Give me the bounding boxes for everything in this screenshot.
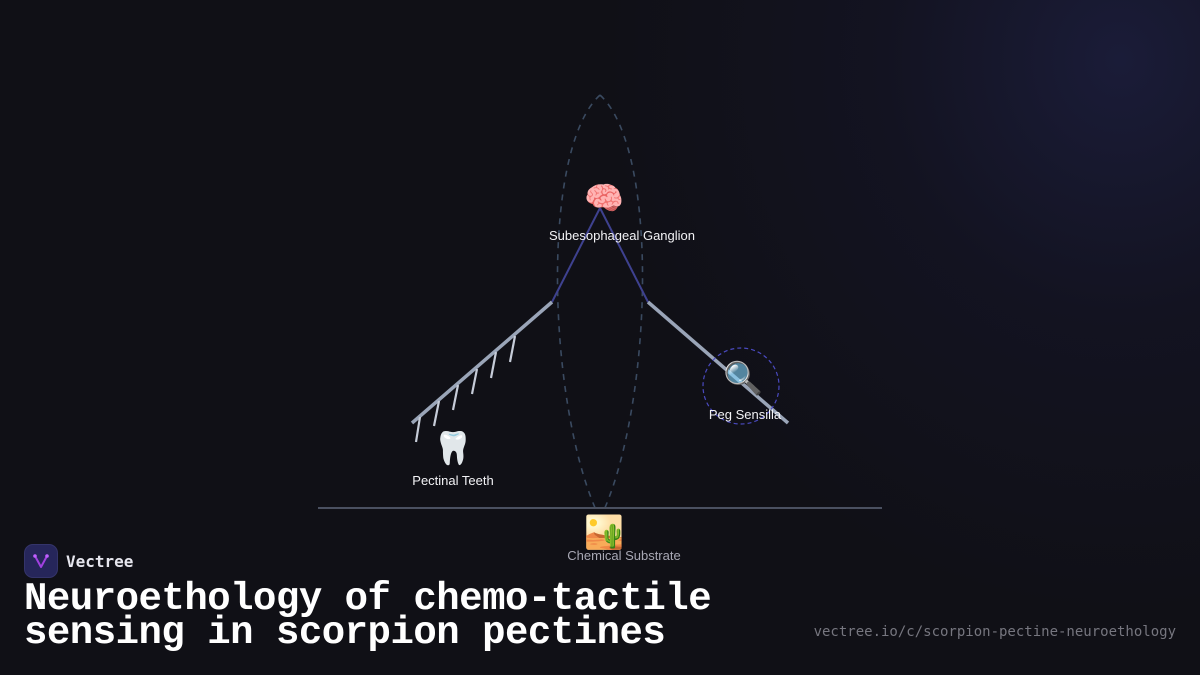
node-label-substrate: Chemical Substrate <box>567 548 681 563</box>
node-label-teeth: Pectinal Teeth <box>412 473 494 488</box>
page-title: Neuroethology of chemo-tactile sensing i… <box>24 580 712 653</box>
magnifier-icon: 🔍 <box>723 360 763 396</box>
tooth-icon: 🦷 <box>433 430 473 466</box>
pecten-left-spine <box>410 300 554 425</box>
vectree-logo-icon <box>24 544 58 578</box>
pectinal-teeth-lines <box>414 335 517 443</box>
sensilla-highlight-ring <box>702 347 780 425</box>
pecten-right-spine <box>646 300 790 425</box>
nerve-right <box>599 207 649 303</box>
title-line-1: Neuroethology of chemo-tactile <box>24 577 712 621</box>
desert-icon: 🏜️ <box>584 514 624 550</box>
brain-icon: 🧠 <box>584 180 624 216</box>
title-line-2: sensing in scorpion pectines <box>24 611 666 655</box>
body-outline <box>556 94 644 511</box>
source-url: vectree.io/c/scorpion-pectine-neuroethol… <box>813 624 1176 640</box>
brand: Vectree <box>24 544 133 578</box>
brand-name: Vectree <box>66 551 134 571</box>
nerve-left <box>551 207 601 303</box>
node-label-sensilla: Peg Sensilla <box>708 407 782 422</box>
node-label-ganglion: Subesophageal Ganglion <box>548 228 696 243</box>
